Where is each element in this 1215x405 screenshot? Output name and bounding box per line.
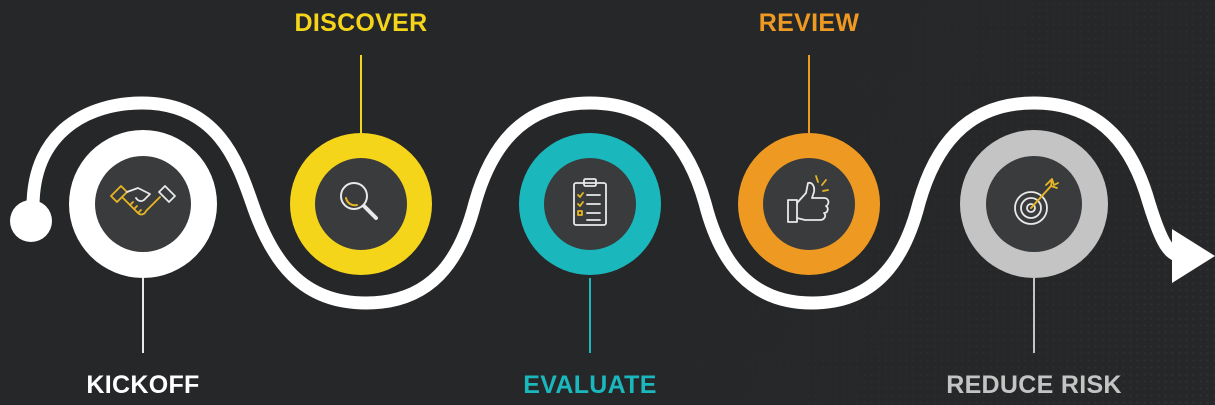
- step-label-evaluate: EVALUATE: [523, 371, 657, 399]
- step-label-discover: DISCOVER: [294, 9, 428, 37]
- magnifier-icon: [340, 182, 378, 220]
- timeline-path: [26, 96, 1189, 310]
- clipboard-checklist-icon: [573, 178, 607, 226]
- end-arrow: [1172, 229, 1215, 283]
- step-evaluate: [519, 133, 661, 275]
- step-label-kickoff: KICKOFF: [86, 371, 200, 399]
- step-discover: [290, 133, 432, 275]
- step-kickoff: [69, 130, 217, 278]
- step-label-reduce-risk: REDUCE RISK: [946, 371, 1122, 399]
- step-review: [738, 133, 880, 275]
- handshake-icon: [110, 185, 176, 216]
- start-dot: [10, 200, 52, 242]
- step-label-review: REVIEW: [758, 9, 860, 37]
- thumbs-up-icon: [787, 175, 830, 223]
- step-reduce-risk: [960, 130, 1108, 278]
- target-arrow-icon: [1014, 178, 1059, 225]
